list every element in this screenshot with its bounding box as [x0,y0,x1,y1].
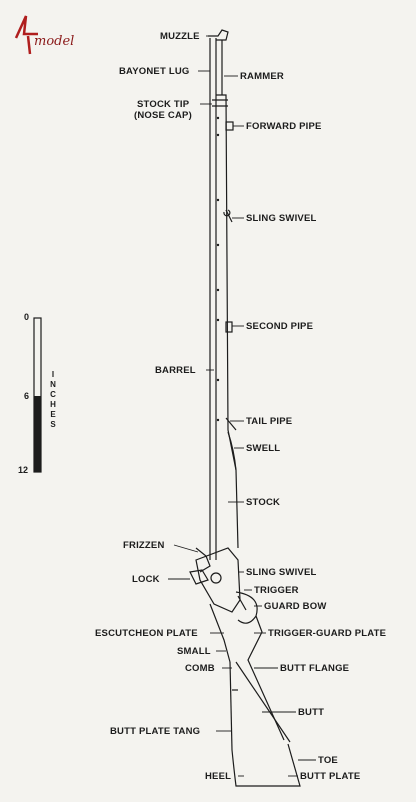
scale-bar [33,317,42,473]
scale-unit-label: I N C H E S [50,370,56,429]
label-toe: TOE [318,755,338,766]
barrel-outline [209,38,217,560]
trigger-shape [237,595,247,611]
barrel-dot [216,318,220,322]
barrel-dot [216,198,220,202]
butt-upper [229,661,233,751]
label-bayonet-lug: BAYONET LUG [119,66,190,77]
scale-label-bottom: 12 [18,465,29,475]
trigger-guard-bow [235,591,258,624]
logo-mark-icon [14,15,38,55]
barrel-dot [216,116,220,120]
barrel-dot [216,243,220,247]
nose-cap-band [212,99,228,107]
label-sling-swivel-upper: SLING SWIVEL [246,213,317,224]
frizzen-shape [195,547,211,573]
butt-plate [231,743,301,787]
label-muzzle: MUZZLE [160,31,200,42]
swell-curve [227,431,237,471]
label-butt-plate: BUTT PLATE [300,771,361,782]
sling-swivel-upper-shape [223,209,233,223]
tail-pipe-shape [225,417,237,431]
logo-text: model [34,34,75,49]
label-guard-bow: GUARD BOW [264,601,327,612]
label-rammer: RAMMER [240,71,284,82]
scale-label-top: 0 [24,312,30,322]
barrel-dot [216,378,220,382]
label-forward-pipe: FORWARD PIPE [246,121,322,132]
label-butt-flange: BUTT FLANGE [280,663,350,674]
butt-flange-line [235,661,291,743]
label-swell: SWELL [246,443,281,454]
label-butt-plate-tang: BUTT PLATE TANG [110,726,201,737]
muzzle-cap [208,29,229,41]
forward-pipe-shape [225,121,234,131]
barrel-dot [216,288,220,292]
lock-screw [210,572,222,584]
label-heel: HEEL [205,771,232,782]
leader-frizzen [173,544,199,553]
label-escutcheon-plate: ESCUTCHEON PLATE [95,628,198,639]
label-barrel: BARREL [155,365,196,376]
label-stock: STOCK [246,497,281,508]
label-tail-pipe: TAIL PIPE [246,416,293,427]
barrel-dot [216,418,220,422]
hammer-shape [189,569,209,585]
lock-plate [195,547,241,613]
label-sling-swivel-lower: SLING SWIVEL [246,567,317,578]
label-nose-cap: (NOSE CAP) [134,110,192,121]
label-small: SMALL [177,646,211,657]
label-second-pipe: SECOND PIPE [246,321,314,332]
second-pipe-shape [225,321,233,333]
label-comb: COMB [185,663,215,674]
stock-small [209,603,231,663]
label-stock-tip: STOCK TIP [137,99,190,110]
scale-label-mid: 6 [24,391,30,401]
barrel-dot [216,133,220,137]
stock-outline [216,94,239,549]
stock-underside [247,615,285,741]
label-trigger-guard-plate: TRIGGER-GUARD PLATE [268,628,387,639]
label-butt: BUTT [298,707,325,718]
label-lock: LOCK [132,574,160,585]
label-trigger: TRIGGER [254,585,299,596]
label-frizzen: FRIZZEN [123,540,165,551]
brand-logo [6,8,86,56]
